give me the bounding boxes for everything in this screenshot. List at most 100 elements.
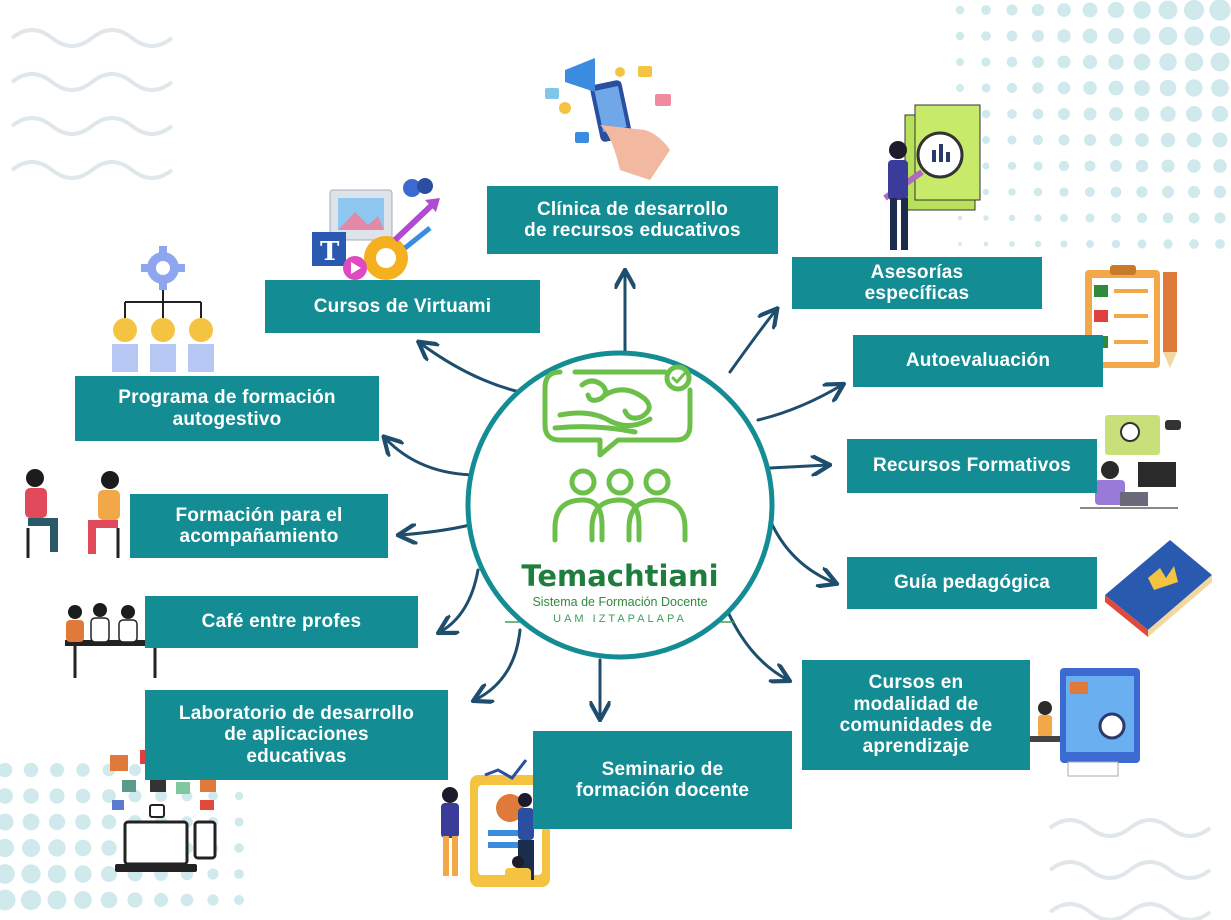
decor-dot — [129, 764, 141, 776]
decor-dot — [1032, 56, 1044, 68]
node-label: Seminario de formación docente — [575, 758, 750, 801]
decor-dot — [1212, 132, 1228, 148]
decor-dot — [1007, 161, 1017, 171]
arrow-laboratorio — [475, 628, 522, 700]
decor-dot — [956, 84, 964, 92]
decor-dot — [207, 894, 219, 906]
decor-dot — [982, 188, 990, 196]
decor-dot — [234, 843, 244, 853]
decor-dot — [1183, 0, 1205, 21]
decor-dot — [1135, 159, 1149, 173]
decor-dot — [0, 813, 14, 831]
decor-dot — [1057, 3, 1071, 17]
decor-dot — [1162, 212, 1174, 224]
decor-dot — [1134, 80, 1150, 96]
decor-dot — [1009, 241, 1015, 247]
decor-dot — [48, 839, 66, 857]
decor-dot — [1160, 106, 1176, 122]
decor-dot — [74, 865, 92, 883]
decor-dot — [23, 788, 39, 804]
node-label: Cursos de Virtuami — [313, 295, 492, 317]
decor-dot — [981, 109, 991, 119]
decor-dot — [100, 865, 118, 883]
decor-dot — [22, 813, 40, 831]
decor-dot — [982, 136, 990, 144]
decor-dot — [1058, 134, 1070, 146]
decor-dot — [955, 57, 965, 67]
decor-dot — [1057, 55, 1071, 69]
decor-dot — [0, 788, 13, 804]
brand-subtitle: Sistema de Formación Docente — [532, 595, 708, 609]
node-comunidades: Cursos en modalidad de comunidades de ap… — [802, 660, 1030, 770]
decor-dot — [1160, 132, 1176, 148]
decor-dot — [47, 864, 67, 884]
decor-dot — [1110, 186, 1122, 198]
decor-dot — [1136, 212, 1148, 224]
decor-dot — [1083, 81, 1097, 95]
node-seminario: Seminario de formación docente — [533, 731, 792, 829]
decor-dot — [0, 889, 16, 911]
decor-dot — [180, 893, 194, 907]
node-recursos: Recursos Formativos — [847, 439, 1097, 493]
decor-dot — [958, 242, 962, 246]
node-label: Cursos en modalidad de comunidades de ap… — [839, 672, 993, 758]
decor-dot — [21, 864, 41, 884]
decor-dot — [102, 789, 116, 803]
org-chart-gear-icon — [112, 246, 214, 372]
decor-dot — [1084, 160, 1096, 172]
decor-dot — [47, 890, 67, 910]
decor-dot — [1059, 213, 1069, 223]
decor-dot — [1082, 54, 1098, 70]
decor-dot — [1107, 1, 1125, 19]
wave-lines-top-left — [10, 28, 174, 180]
decor-dot — [1135, 133, 1149, 147]
decor-dot — [1187, 159, 1201, 173]
decor-dot — [1007, 109, 1017, 119]
decor-dot — [1214, 212, 1226, 224]
decor-dot — [75, 814, 91, 830]
decor-dot — [1083, 107, 1097, 121]
decor-dot — [49, 788, 65, 804]
decor-dot — [1158, 26, 1178, 46]
decor-dot — [1108, 28, 1124, 44]
online-learning-icon — [1080, 415, 1181, 509]
design-tools-icon: T — [312, 178, 440, 280]
decor-dot — [1032, 134, 1044, 146]
decor-dot — [1158, 0, 1178, 20]
decor-dot — [155, 790, 167, 802]
node-clinica: Clínica de desarrollo de recursos educat… — [487, 186, 778, 254]
decor-dot — [1059, 187, 1069, 197]
decor-dot — [48, 813, 66, 831]
node-label: Clínica de desarrollo de recursos educat… — [524, 198, 741, 241]
conversation-icon — [25, 469, 120, 558]
node-autoevaluacion: Autoevaluación — [853, 335, 1103, 387]
decor-dot — [76, 763, 90, 777]
decor-dot — [1085, 213, 1095, 223]
decor-dot — [955, 31, 965, 41]
decor-dot — [1213, 159, 1227, 173]
decor-dot — [208, 791, 218, 801]
decor-dot — [1058, 160, 1070, 172]
decor-dot — [1188, 212, 1200, 224]
arrow-virtuami — [420, 343, 522, 394]
decor-dot — [1210, 52, 1230, 72]
decor-dot — [127, 892, 143, 908]
decor-dot — [1006, 56, 1018, 68]
decor-dot — [1187, 185, 1201, 199]
decor-dot — [1134, 106, 1150, 122]
megaphone-phone-icon — [545, 58, 671, 180]
wave-lines-bottom-right — [1048, 818, 1212, 920]
decor-dot — [983, 241, 989, 247]
decor-dot — [1032, 82, 1044, 94]
magnifier-report-icon — [883, 104, 981, 250]
decor-dot — [1109, 133, 1123, 147]
decor-dot — [1006, 82, 1018, 94]
decor-dot — [1082, 2, 1098, 18]
decor-dot — [1161, 159, 1175, 173]
temachtiani-logo-icon — [542, 364, 693, 543]
decor-dot — [1060, 240, 1068, 248]
decor-dot — [20, 889, 42, 911]
